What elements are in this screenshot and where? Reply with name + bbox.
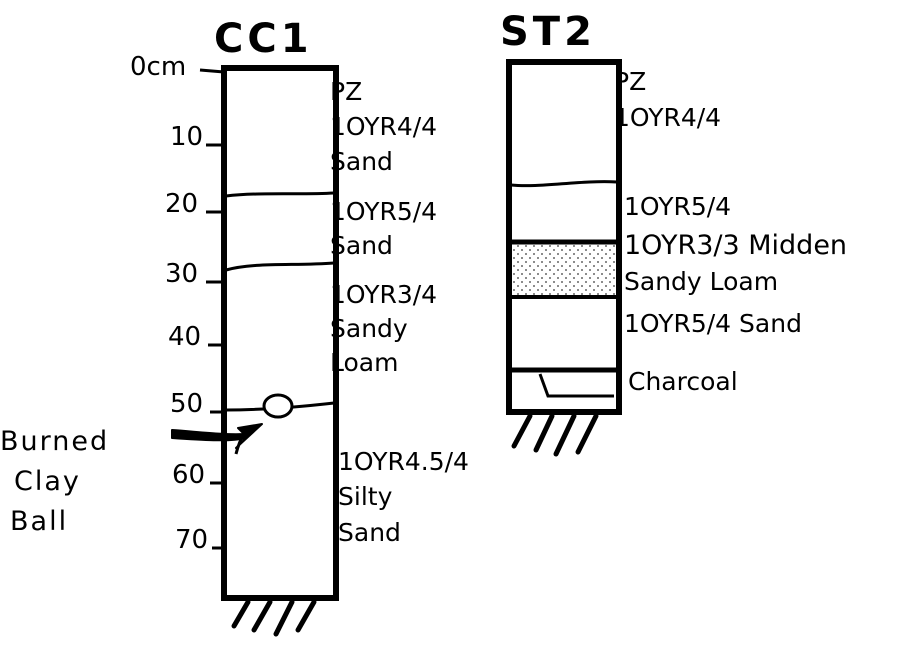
depth-label-40: 40 — [168, 322, 201, 352]
cc1-column — [224, 68, 336, 598]
st2-horizon-midden: 1OYR3/3 Midden — [624, 230, 847, 261]
depth-label-10: 10 — [170, 122, 203, 152]
cc1-horizon-texture-3a: Sandy — [330, 314, 408, 343]
cc1-title: CC1 — [214, 16, 313, 62]
st2-title: ST2 — [500, 9, 596, 55]
st2-horizon-charcoal: Charcoal — [628, 367, 738, 396]
depth-label-60: 60 — [172, 460, 205, 490]
cc1-horizon-pz: PZ — [330, 77, 362, 106]
midden-layer — [512, 242, 616, 296]
tick-0 — [200, 70, 224, 72]
annotation-line-2: Clay — [14, 466, 81, 497]
depth-label-70: 70 — [175, 525, 208, 555]
cc1-horizon-texture-4a: Silty — [338, 482, 393, 511]
depth-label-50: 50 — [170, 389, 203, 419]
st2-base-hatch — [514, 416, 596, 454]
st2-horizon-color-1: 1OYR4/4 — [614, 103, 721, 132]
depth-label-0: 0cm — [130, 52, 186, 82]
cc1-base-hatch — [234, 602, 314, 634]
st2-horizon-sand: 1OYR5/4 Sand — [624, 309, 802, 338]
depth-label-20: 20 — [165, 189, 198, 219]
cc1-horizon-color-3: 1OYR3/4 — [330, 280, 437, 309]
annotation-line-3: Ball — [10, 506, 68, 537]
cc1-horizon-texture-3b: Loam — [330, 348, 398, 377]
cc1-horizon-color-2: 1OYR5/4 — [330, 197, 437, 226]
st2-column — [509, 62, 619, 412]
cc1-horizon-color-4: 1OYR4.5/4 — [338, 447, 469, 476]
st2-horizon-texture-midden: Sandy Loam — [624, 267, 778, 296]
clay-ball — [264, 395, 292, 417]
depth-label-30: 30 — [165, 259, 198, 289]
cc1-horizon-texture-2: Sand — [330, 231, 393, 260]
cc1-horizon-texture-4b: Sand — [338, 518, 401, 547]
st2-horizon-pz: PZ — [614, 67, 646, 96]
cc1-horizon-texture-1: Sand — [330, 147, 393, 176]
annotation-line-1: Burned — [0, 426, 109, 457]
cc1-horizon-color-1: 1OYR4/4 — [330, 112, 437, 141]
st2-horizon-color-2: 1OYR5/4 — [624, 192, 731, 221]
